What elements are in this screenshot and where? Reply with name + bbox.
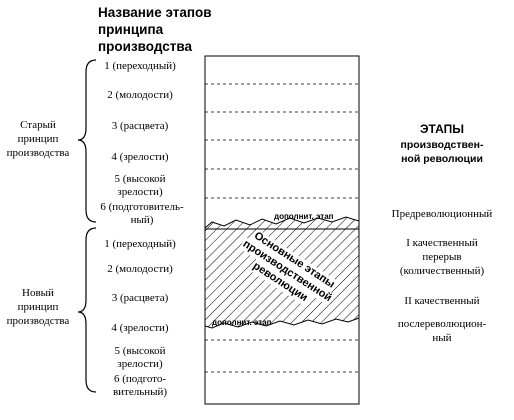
new-stage-dividers [205,339,359,373]
new-principle-brace [77,227,97,393]
additional-stage-tag-top: дополнит. этап [274,212,334,221]
stages-header: Название этапов принципа производства [98,4,212,55]
revolution-stages-title: ЭТАПЫ производствен- ной революции [400,122,484,165]
old-stage-2: 2 (молодости) [107,89,173,101]
old-stage-dividers [205,83,359,199]
additional-stage-tag-bottom: дополнит. этап [212,318,272,327]
new-stage-5: 5 (высокой зрелости) [114,345,166,370]
old-stage-3: 3 (расцвета) [111,120,169,132]
header-line-1: Название этапов [98,5,212,20]
old-stage-6: 6 (подготовитель- ный) [100,201,184,226]
new-stage-2: 2 (молодости) [107,263,173,275]
new-stage-1: 1 (переходный) [104,238,176,250]
old-stage-1: 1 (переходный) [104,60,176,72]
post-revolution-stage: послереволюцион- ный [397,318,487,344]
pre-revolution-stage: Предреволюционный [391,208,493,220]
old-stage-4: 4 (зрелости) [111,151,169,163]
header-line-3: производства [98,39,192,54]
new-stage-4: 4 (зрелости) [111,322,169,334]
new-stage-6: 6 (подгото- вительный) [112,373,168,398]
new-stage-3: 3 (расцвета) [111,292,169,304]
old-stage-5: 5 (высокой зрелости) [114,173,166,198]
old-principle-label: Старый принцип производства [6,119,70,159]
header-line-2: принципа [98,22,164,37]
old-principle-brace [77,59,97,223]
new-principle-label: Новый принцип производства [6,287,70,327]
second-qualitative-break: II качественный [404,295,480,307]
first-qualitative-break: I качественный перерыв (количественный) [399,237,485,277]
